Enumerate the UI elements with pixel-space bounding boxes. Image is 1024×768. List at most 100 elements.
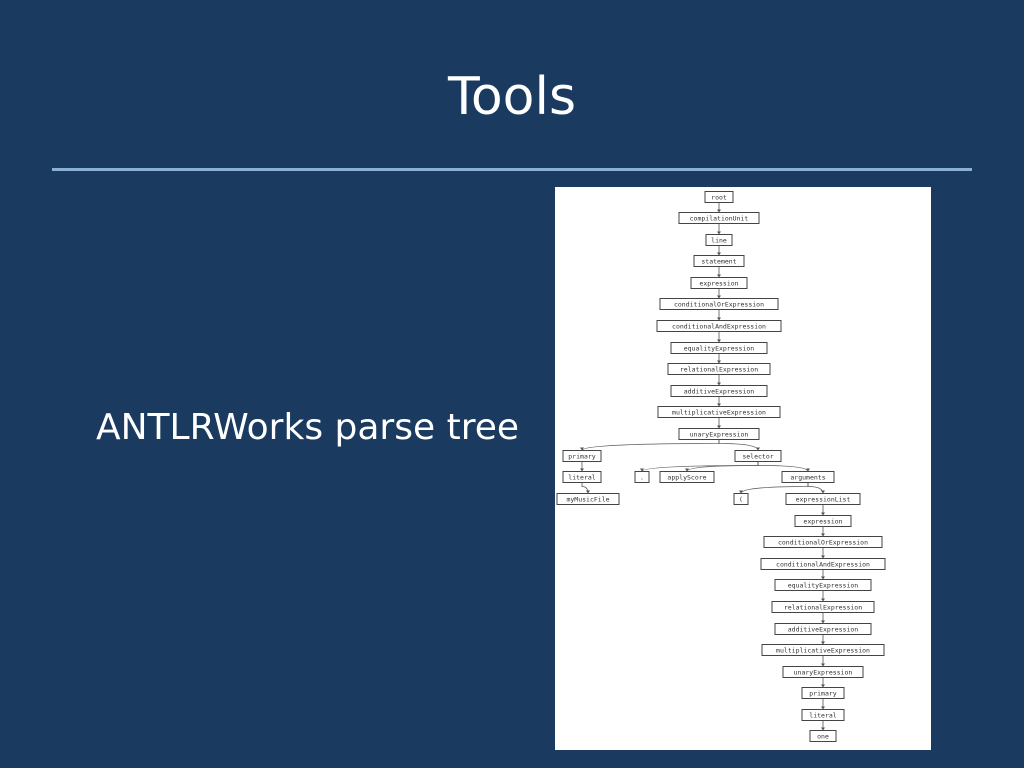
tree-node-statement: statement [693,255,745,267]
tree-node-additiveExpression2: additiveExpression [774,623,872,635]
tree-node-label: additiveExpression [788,626,859,634]
parse-tree-diagram: root compilationUnit line statement expressi… [556,191,886,742]
tree-node-label: unaryExpression [794,669,853,677]
tree-node-one: one [809,730,837,742]
tree-node-label: ( [739,496,743,504]
tree-node-root: root [704,191,734,203]
tree-node-applyScore: applyScore [659,471,715,483]
tree-node-lparen: ( [733,493,749,505]
tree-node-conditionalAndExpression2: conditionalAndExpression [760,558,886,570]
tree-edge-arrow [821,490,825,494]
tree-node-label: . [640,474,644,482]
tree-node-selector: selector [734,450,782,462]
tree-node-literal: literal [562,471,602,483]
tree-edge-arrow [821,684,825,688]
tree-edge-arrow [756,447,760,451]
tree-node-label: one [817,733,829,741]
tree-edge-arrow [717,360,721,364]
tree-edge [641,461,759,472]
tree-node-equalityExpression: equalityExpression [670,342,768,354]
tree-node-label: root [711,194,727,202]
tree-node-line: line [705,234,733,246]
tree-node-label: relationalExpression [784,604,862,612]
tree-edge [757,461,809,472]
tree-edge-arrow [717,252,721,256]
tree-node-label: primary [568,453,595,461]
tree-node-multiplicativeExpression: multiplicativeExpression [657,406,781,418]
tree-edge-arrow [821,576,825,580]
tree-node-label: expressionList [796,496,851,504]
tree-node-label: compilationUnit [690,215,749,223]
tree-node-dot: . [634,471,650,483]
tree-node-primary2: primary [801,687,845,699]
tree-node-expression2: expression [794,515,852,527]
tree-node-primary: primary [562,450,602,462]
tree-node-expression: expression [690,277,748,289]
tree-node-label: conditionalAndExpression [776,561,870,569]
tree-edge [581,439,720,451]
tree-edge-arrow [717,382,721,386]
tree-edge-arrow [821,641,825,645]
tree-node-label: expression [699,280,738,288]
tree-node-label: literal [809,712,836,720]
tree-edge-arrow [821,706,825,710]
tree-edge-arrow [821,727,825,731]
tree-edge-arrow [580,447,584,451]
tree-edge-arrow [821,663,825,667]
tree-edge [686,461,759,472]
tree-node-expressionList: expressionList [785,493,861,505]
tree-edge-arrow [586,490,590,494]
tree-edge-arrow [640,468,644,472]
tree-node-label: statement [701,258,736,266]
tree-edge-arrow [821,512,825,516]
tree-node-label: multiplicativeExpression [776,647,870,655]
tree-node-literal2: literal [801,709,845,721]
tree-node-conditionalOrExpression: conditionalOrExpression [659,298,779,310]
tree-node-arguments: arguments [781,471,835,483]
tree-edge-arrow [806,468,810,472]
tree-node-relationalExpression2: relationalExpression [771,601,875,613]
tree-edge-arrow [717,209,721,213]
tree-node-myMusicFile: myMusicFile [556,493,620,505]
tree-node-label: literal [568,474,595,482]
tree-node-label: conditionalOrExpression [674,301,764,309]
tree-node-relationalExpression: relationalExpression [667,363,771,375]
tree-edge-arrow [821,598,825,602]
tree-node-label: expression [803,518,842,526]
tree-node-label: equalityExpression [788,582,859,590]
tree-node-label: arguments [790,474,825,482]
tree-node-conditionalOrExpression2: conditionalOrExpression [763,536,883,548]
tree-edge-arrow [821,555,825,559]
tree-node-label: conditionalAndExpression [672,323,766,331]
tree-node-conditionalAndExpression: conditionalAndExpression [656,320,782,332]
tree-edge-arrow [739,490,743,494]
tree-edge-arrow [717,425,721,429]
tree-edge-arrow [821,620,825,624]
tree-edge-arrow [685,468,689,472]
tree-edge-arrow [717,403,721,407]
tree-node-multiplicativeExpression2: multiplicativeExpression [761,644,885,656]
tree-edge-arrow [717,339,721,343]
tree-edge-arrow [580,468,584,472]
tree-node-label: line [711,237,727,245]
tree-node-label: conditionalOrExpression [778,539,868,547]
tree-edge-arrow [717,274,721,278]
tree-edge-arrow [717,295,721,299]
tree-node-compilationUnit: compilationUnit [678,212,760,224]
tree-node-label: relationalExpression [680,366,758,374]
tree-node-label: unaryExpression [690,431,749,439]
tree-node-label: additiveExpression [684,388,755,396]
tree-edge [740,482,809,494]
slide-body-text: ANTLRWorks parse tree [96,407,519,448]
tree-node-additiveExpression: additiveExpression [670,385,768,397]
tree-edge-arrow [821,533,825,537]
tree-node-unaryExpression: unaryExpression [678,428,760,440]
tree-node-label: multiplicativeExpression [672,409,766,417]
tree-node-label: equalityExpression [684,345,755,353]
tree-node-equalityExpression2: equalityExpression [774,579,872,591]
title-divider [52,168,972,171]
slide-title: Tools [447,67,577,127]
tree-node-label: applyScore [667,474,706,482]
tree-node-label: selector [742,453,773,461]
tree-node-label: primary [809,690,836,698]
